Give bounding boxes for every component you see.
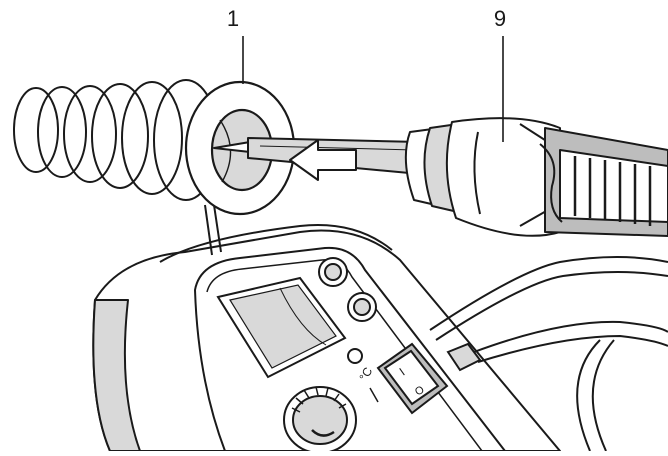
cables — [429, 256, 668, 452]
indicator-led — [347, 348, 363, 364]
switch-on-symbol: I — [397, 365, 408, 378]
down-button[interactable] — [347, 292, 377, 322]
power-switch[interactable]: I O — [376, 342, 449, 415]
temperature-dial[interactable] — [283, 386, 357, 454]
callout-1: 1 — [227, 6, 244, 84]
callout-9: 9 — [494, 6, 506, 142]
dial-celsius-symbol: °C — [356, 365, 375, 384]
soldering-iron — [213, 117, 668, 237]
spiral-holder — [13, 79, 219, 201]
callout-1-label: 1 — [227, 6, 239, 31]
insert-direction-arrow — [289, 139, 357, 181]
holder-stand — [204, 204, 222, 256]
up-button[interactable] — [318, 257, 348, 287]
display-window — [216, 276, 347, 379]
dial-arrow-mark — [369, 387, 379, 403]
callout-9-label: 9 — [494, 6, 506, 31]
